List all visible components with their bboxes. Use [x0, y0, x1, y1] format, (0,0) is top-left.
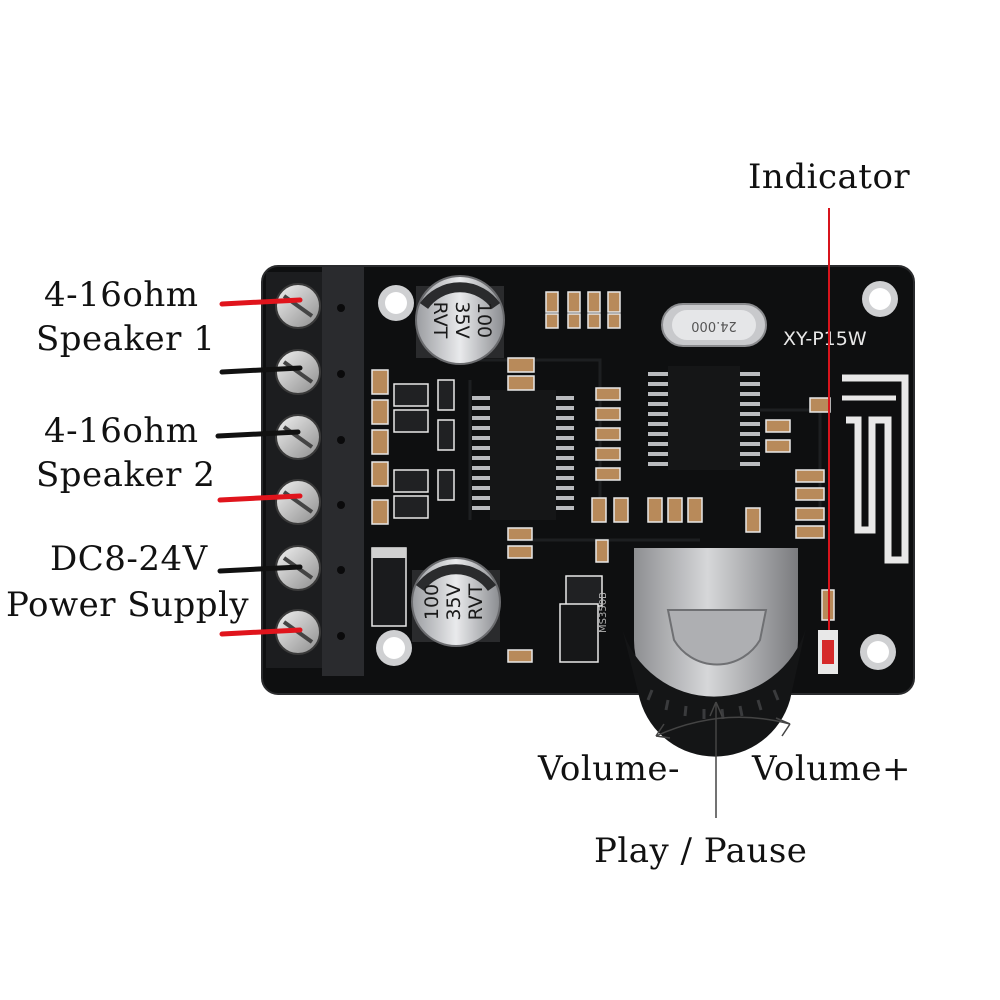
antenna-trace	[842, 374, 909, 564]
terminal-screw[interactable]	[275, 283, 321, 329]
mounting-hole	[862, 281, 898, 317]
diode	[371, 547, 407, 627]
mounting-hole	[376, 630, 412, 666]
arrow-right-icon	[775, 717, 791, 737]
wire-power-negative	[217, 564, 303, 574]
bluetooth-ic	[648, 366, 760, 470]
pcb-board: 24.000 XY-P15W	[261, 265, 915, 757]
arrow-left-icon	[655, 723, 671, 739]
capacitor-series: RVT	[429, 302, 451, 339]
mounting-hole	[860, 634, 896, 670]
inductors	[393, 379, 603, 607]
wire-speaker1-positive	[219, 297, 303, 307]
crystal-marking: 24.000	[691, 318, 737, 333]
amplifier-ic	[472, 390, 574, 520]
speaker1-impedance-label: 4-16ohm	[44, 275, 199, 315]
volume-arrows	[655, 701, 791, 818]
capacitor-voltage: 35V	[443, 583, 465, 620]
electrolytic-capacitor: 100 35V RVT	[411, 557, 501, 647]
capacitor-series: RVT	[465, 583, 487, 620]
indicator-label: Indicator	[748, 157, 911, 197]
regulator-chip: MS350B	[559, 592, 609, 663]
volume-plus-label: Volume+	[752, 749, 912, 789]
regulator-marking: MS350B	[598, 592, 609, 633]
volume-knob[interactable]	[622, 548, 806, 757]
crystal-oscillator: 24.000	[661, 303, 767, 347]
terminal-screw[interactable]	[275, 349, 321, 395]
wire-power-positive	[219, 627, 303, 637]
smd-components	[371, 291, 831, 663]
wire-speaker1-negative	[219, 365, 303, 375]
terminal-screw[interactable]	[275, 414, 321, 460]
capacitor-value: 100	[473, 302, 495, 338]
wires	[215, 297, 303, 637]
speaker2-impedance-label: 4-16ohm	[44, 411, 199, 451]
capacitor-value: 100	[421, 584, 443, 620]
power-supply-label: Power Supply	[6, 585, 250, 625]
wire-speaker2-positive	[217, 493, 303, 503]
capacitor-voltage: 35V	[451, 301, 473, 338]
play-pause-label: Play / Pause	[594, 831, 808, 871]
wire-speaker2-negative	[215, 429, 301, 439]
indicator-led	[818, 589, 838, 674]
power-voltage-label: DC8-24V	[50, 539, 208, 579]
model-marking: XY-P15W	[783, 328, 867, 350]
terminal-screw[interactable]	[275, 479, 321, 525]
screw-terminal-block	[266, 266, 364, 676]
electrolytic-capacitor: 100 35V RVT	[415, 275, 505, 365]
speaker2-name-label: Speaker 2	[36, 455, 216, 495]
volume-minus-label: Volume-	[538, 749, 681, 789]
speaker1-name-label: Speaker 1	[36, 319, 216, 359]
mounting-hole	[378, 285, 414, 321]
